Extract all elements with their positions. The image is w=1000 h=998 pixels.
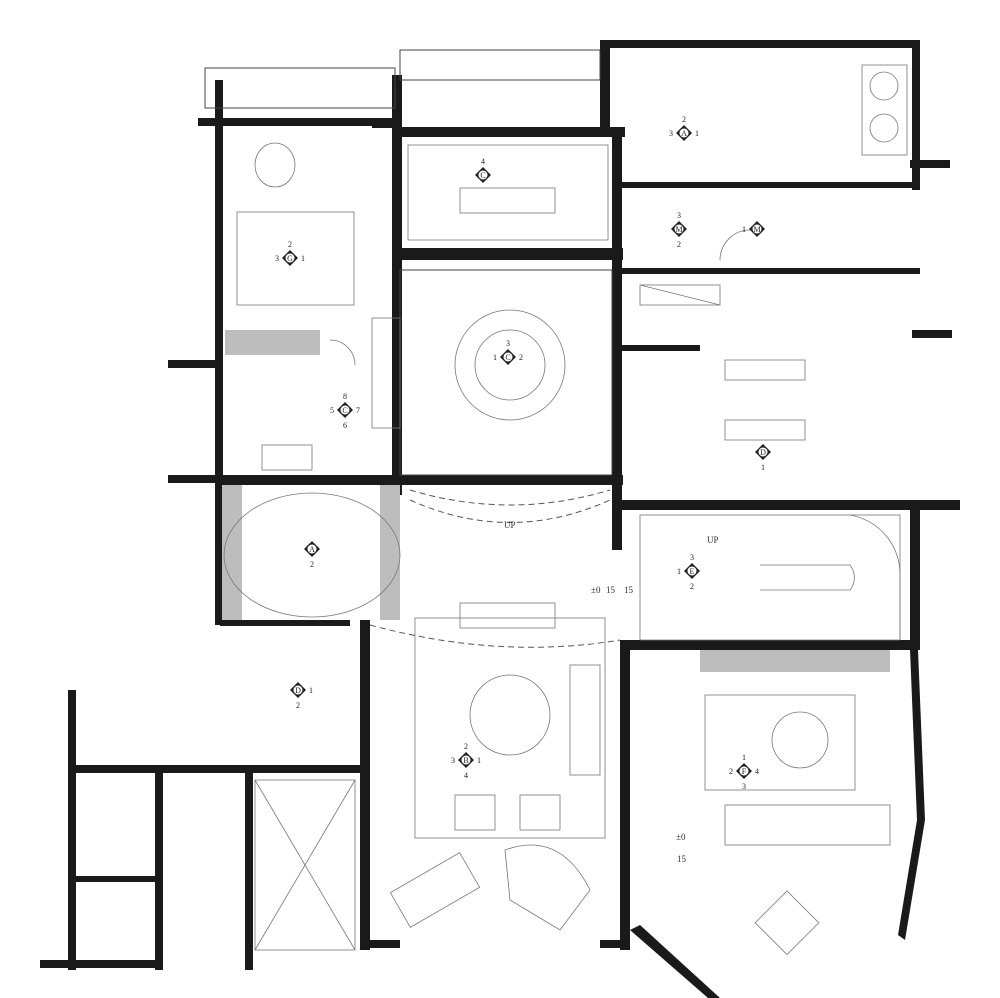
marker-circle [678,127,690,139]
marker-number-top: 3 [690,553,694,562]
marker-number-top: 3 [677,211,681,220]
elevation-marker: D1 [755,444,771,472]
marker-number-right: 2 [519,353,523,362]
marker-number-right: 1 [477,756,481,765]
marker-letter: E [690,567,695,576]
elevation-marker: M1 [742,221,765,237]
marker-number-right: 4 [755,767,759,776]
marker-number-right: 1 [309,686,313,695]
marker-letter: C [505,353,510,362]
marker-number-left: 3 [451,756,455,765]
marker-circle [757,446,769,458]
marker-circle [292,684,304,696]
elevation-marker: F 1 32 4 [729,753,759,791]
level-label-living: ±0 [676,832,686,842]
step-label-hall-1: 15 [606,585,616,595]
marker-number-top: 2 [464,742,468,751]
marker-letter: A [681,129,687,138]
marker-number-left: 3 [669,129,673,138]
marker-letter: B [463,756,468,765]
marker-number-bottom: 2 [690,582,694,591]
marker-letter: M [753,225,760,234]
step-label-hall-2: 15 [624,585,634,595]
marker-letter: A [309,545,315,554]
marker-number-left: 1 [493,353,497,362]
elevation-marker: C4 [475,157,491,183]
marker-number-top: 2 [682,115,686,124]
elevation-marker: C 8 65 7 [330,392,360,430]
marker-letter: F [742,767,747,776]
up-label-dining: UP [504,520,516,530]
up-label-stair: UP [707,535,719,545]
marker-number-top: 3 [506,339,510,348]
marker-number-top: 2 [288,240,292,249]
marker-number-top: 8 [343,392,347,401]
marker-number-bottom: 4 [464,771,468,780]
marker-number-right: 1 [301,254,305,263]
marker-letter: C [342,406,347,415]
marker-circle [673,223,685,235]
elevation-marker: G 23 1 [275,240,305,266]
elevation-marker: B 2 43 1 [451,742,481,780]
marker-circle [284,252,296,264]
marker-circle [686,565,698,577]
marker-circle [751,223,763,235]
marker-number-left: 5 [330,406,334,415]
marker-letter: D [295,686,301,695]
room-details [204,49,908,956]
marker-circle [738,765,750,777]
elevation-marker: C 31 2 [493,339,523,365]
marker-number-bottom: 2 [310,560,314,569]
marker-circle [460,754,472,766]
marker-circle [339,404,351,416]
marker-number-left: 3 [275,254,279,263]
marker-number-top: 4 [481,157,485,166]
marker-circle [306,543,318,555]
marker-letter: G [287,254,293,263]
marker-letter: D [760,448,766,457]
marker-number-bottom: 1 [761,463,765,472]
elevation-marker: A 23 1 [669,115,699,141]
marker-letter: M [675,225,682,234]
marker-number-left: 1 [677,567,681,576]
marker-number-top: 1 [742,753,746,762]
marker-number-right: 1 [695,129,699,138]
marker-number-bottom: 2 [296,701,300,710]
elevation-marker: D 21 [290,682,313,710]
marker-circle [502,351,514,363]
marker-number-bottom: 3 [742,782,746,791]
marker-number-bottom: 2 [677,240,681,249]
step-label-living: 15 [677,854,687,864]
marker-number-left: 2 [729,767,733,776]
marker-number-bottom: 6 [343,421,347,430]
level-label-hall: ±0 [591,585,601,595]
marker-letter: C [480,171,485,180]
marker-number-right: 7 [356,406,360,415]
marker-circle [477,169,489,181]
elevation-marker: A2 [304,541,320,569]
elevation-marker: E 3 21 [677,553,700,591]
marker-number-left: 1 [742,225,746,234]
walls [40,40,960,998]
elevation-marker: M 3 2 [671,211,687,249]
